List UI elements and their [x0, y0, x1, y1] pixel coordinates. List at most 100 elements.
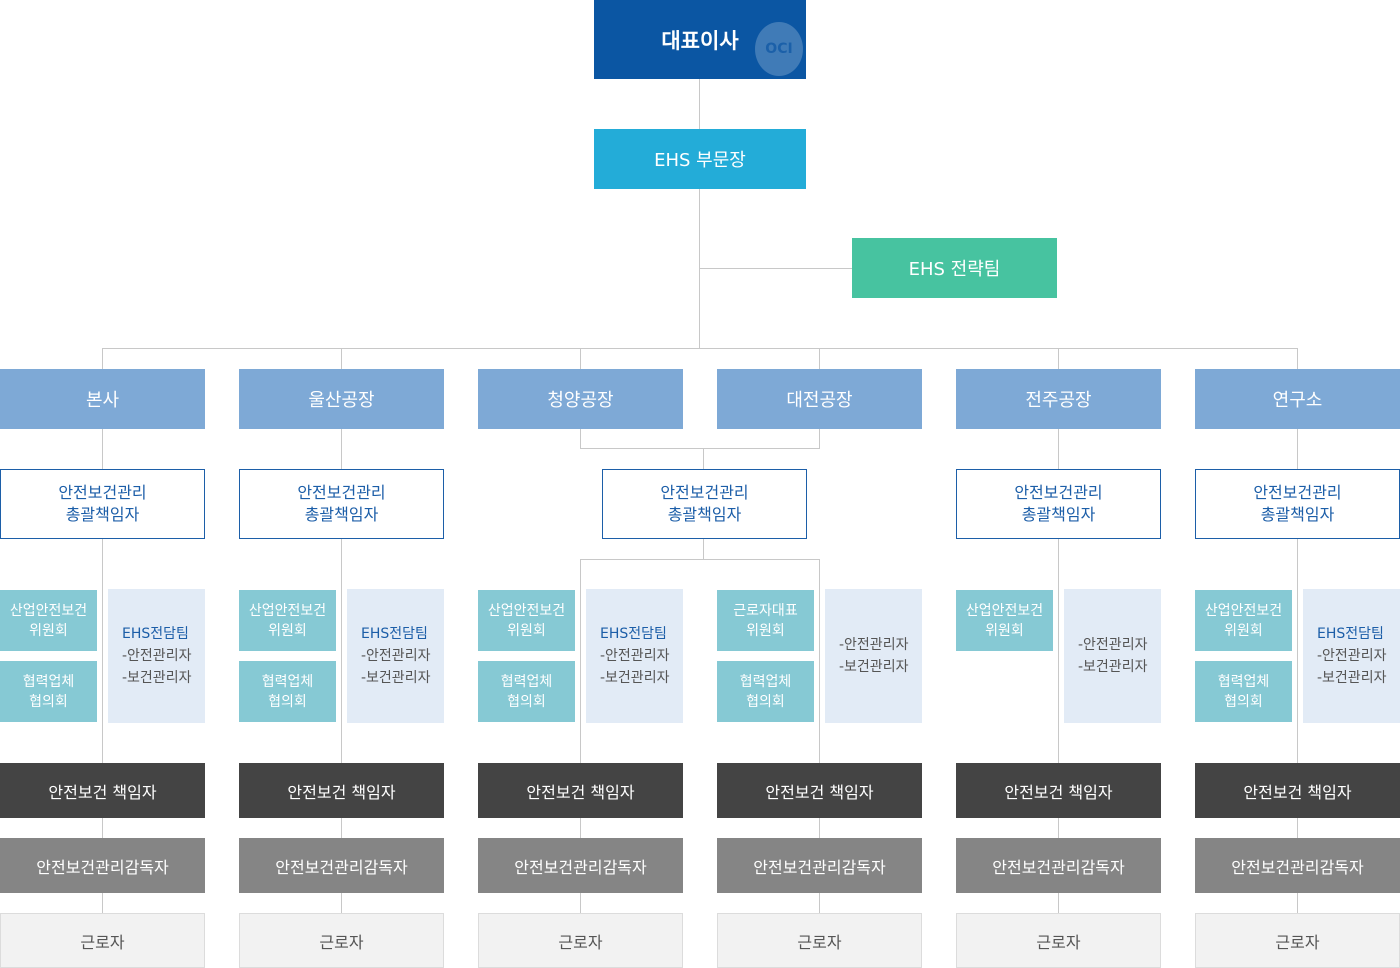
safety-staff-box: -안전관리자 -보건관리자	[825, 589, 922, 723]
ehs-team-title: EHS전담팀	[600, 626, 667, 642]
partner-council-line2: 협의회	[29, 693, 68, 710]
committee-line2: 위원회	[268, 622, 307, 639]
strategy-team-box: EHS 전략팀	[852, 238, 1057, 298]
worker-box: 근로자	[956, 913, 1161, 968]
safety-officer-label: 안전보건 책임자	[765, 782, 874, 802]
partner-council-line2: 협의회	[268, 693, 307, 710]
connector-line	[1058, 429, 1059, 913]
worker-box: 근로자	[0, 913, 205, 968]
worker-label: 근로자	[319, 932, 364, 952]
site-label: 전주공장	[1025, 390, 1092, 411]
safety-officer-box: 안전보건 책임자	[239, 763, 444, 818]
site-label: 대전공장	[786, 390, 853, 411]
safety-supervisor-label: 안전보건관리감독자	[753, 857, 886, 877]
safety-officer-box: 안전보건 책임자	[717, 763, 922, 818]
partner-council-box: 협력업체 협의회	[1195, 661, 1292, 722]
general-manager-line2: 총괄책임자	[667, 505, 742, 524]
ehs-head-label: EHS 부문장	[654, 150, 746, 171]
connector-line	[699, 79, 700, 349]
connector-line	[580, 559, 581, 913]
safety-staff-item: -보건관리자	[839, 659, 909, 675]
safety-officer-label: 안전보건 책임자	[287, 782, 396, 802]
safety-supervisor-label: 안전보건관리감독자	[275, 857, 408, 877]
safety-officer-box: 안전보건 책임자	[1195, 763, 1400, 818]
connector-line	[102, 348, 103, 369]
ehs-team-item: -보건관리자	[122, 670, 192, 686]
worker-box: 근로자	[717, 913, 922, 968]
general-manager-box: 안전보건관리 총괄책임자	[602, 469, 807, 539]
connector-line	[580, 429, 581, 448]
worker-rep-committee-box: 근로자대표 위원회	[717, 590, 814, 651]
partner-council-line1: 협력업체	[261, 673, 314, 690]
general-manager-line2: 총괄책임자	[1021, 505, 1096, 524]
worker-label: 근로자	[80, 932, 125, 952]
general-manager-line2: 총괄책임자	[65, 505, 140, 524]
safety-supervisor-label: 안전보건관리감독자	[36, 857, 169, 877]
general-manager-line1: 안전보건관리	[660, 483, 749, 502]
worker-label: 근로자	[558, 932, 603, 952]
site-box-jeonju: 전주공장	[956, 369, 1161, 429]
general-manager-box: 안전보건관리 총괄책임자	[239, 469, 444, 539]
committee-line1: 산업안전보건	[965, 602, 1044, 619]
ehs-head-box: EHS 부문장	[594, 129, 806, 189]
general-manager-box: 안전보건관리 총괄책임자	[956, 469, 1161, 539]
safety-supervisor-label: 안전보건관리감독자	[514, 857, 647, 877]
site-label: 청양공장	[547, 390, 614, 411]
connector-line	[819, 348, 820, 369]
ceo-label: 대표이사	[661, 28, 739, 53]
ehs-team-box: EHS전담팀 -안전관리자 -보건관리자	[347, 589, 444, 723]
ehs-team-title: EHS전담팀	[361, 626, 428, 642]
partner-council-line1: 협력업체	[22, 673, 75, 690]
site-label: 연구소	[1272, 390, 1323, 411]
general-manager-line2: 총괄책임자	[304, 505, 379, 524]
ehs-team-box: EHS전담팀 -안전관리자 -보건관리자	[108, 589, 205, 723]
committee-line1: 산업안전보건	[1204, 602, 1283, 619]
site-label: 본사	[85, 390, 120, 411]
site-box-hq: 본사	[0, 369, 205, 429]
worker-box: 근로자	[1195, 913, 1400, 968]
connector-line	[699, 268, 852, 269]
committee-line1: 산업안전보건	[248, 602, 327, 619]
safety-committee-box: 산업안전보건 위원회	[239, 590, 336, 651]
connector-line	[580, 559, 820, 560]
safety-supervisor-box: 안전보건관리감독자	[478, 838, 683, 893]
partner-council-line2: 협의회	[507, 693, 546, 710]
committee-line2: 위원회	[29, 622, 68, 639]
committee-line2: 위원회	[985, 622, 1024, 639]
worker-rep-line2: 위원회	[746, 622, 785, 639]
safety-committee-box: 산업안전보건 위원회	[1195, 590, 1292, 651]
committee-line1: 산업안전보건	[9, 602, 88, 619]
partner-council-line1: 협력업체	[500, 673, 553, 690]
general-manager-line1: 안전보건관리	[1253, 483, 1342, 502]
ehs-team-title: EHS전담팀	[122, 626, 189, 642]
safety-officer-label: 안전보건 책임자	[1004, 782, 1113, 802]
ehs-team-box: EHS전담팀 -안전관리자 -보건관리자	[1303, 589, 1400, 723]
worker-box: 근로자	[478, 913, 683, 968]
safety-staff-item: -안전관리자	[839, 637, 909, 653]
general-manager-line1: 안전보건관리	[297, 483, 386, 502]
safety-supervisor-label: 안전보건관리감독자	[992, 857, 1125, 877]
safety-committee-box: 산업안전보건 위원회	[956, 590, 1053, 651]
strategy-team-label: EHS 전략팀	[908, 259, 1001, 280]
site-label: 울산공장	[308, 390, 375, 411]
site-box-daejeon: 대전공장	[717, 369, 922, 429]
committee-line2: 위원회	[1224, 622, 1263, 639]
connector-line	[341, 348, 342, 369]
worker-rep-line1: 근로자대표	[733, 602, 798, 619]
connector-line	[580, 448, 820, 449]
ehs-team-item: -안전관리자	[1317, 648, 1387, 664]
general-manager-line1: 안전보건관리	[58, 483, 147, 502]
committee-line2: 위원회	[507, 622, 546, 639]
connector-line	[819, 429, 820, 448]
ehs-team-item: -안전관리자	[122, 648, 192, 664]
partner-council-line2: 협의회	[746, 693, 785, 710]
committee-line1: 산업안전보건	[487, 602, 566, 619]
safety-committee-box: 산업안전보건 위원회	[0, 590, 97, 651]
safety-committee-box: 산업안전보건 위원회	[478, 590, 575, 651]
connector-line	[580, 348, 581, 369]
connector-line	[102, 348, 1298, 349]
connector-line	[341, 429, 342, 913]
partner-council-box: 협력업체 협의회	[239, 661, 336, 722]
company-logo-icon: OCI	[755, 22, 803, 76]
safety-officer-box: 안전보건 책임자	[956, 763, 1161, 818]
